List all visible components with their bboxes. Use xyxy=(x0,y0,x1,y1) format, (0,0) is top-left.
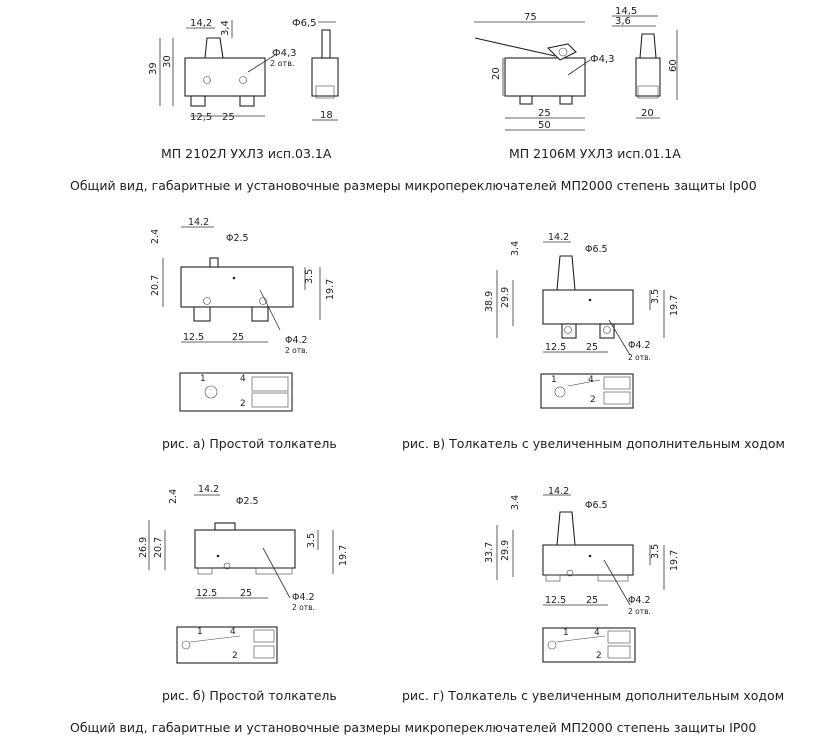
dim-x50: 50 xyxy=(538,120,551,131)
fig-g-dim-d: Φ6.5 xyxy=(585,500,608,511)
fig-b-term-4: 4 xyxy=(230,627,236,637)
fig-a-term-4: 4 xyxy=(240,374,246,384)
dim-holes: 2 отв. xyxy=(270,59,294,68)
dim-d1-right: Ф4,3 xyxy=(590,54,615,65)
fig-g-dim-hr: 19.7 xyxy=(669,550,680,571)
drawing-mp2106m-front: 75 20 Ф4,3 25 50 xyxy=(474,12,615,131)
fig-a-dim-x1: 12.5 xyxy=(183,332,204,343)
fig-v-dim-h: 3.4 xyxy=(510,241,521,256)
fig-g-dim-x1: 12.5 xyxy=(545,595,566,606)
fig-b-dim-x2: 25 xyxy=(240,588,252,599)
fig-v-dim-hole: Φ4.2 xyxy=(628,340,651,351)
dim-x1: 12,5 xyxy=(190,112,212,123)
fig-g-dim-x2: 25 xyxy=(586,595,598,606)
dim-x25: 25 xyxy=(538,108,551,119)
dim-h30: 30 xyxy=(162,55,173,68)
caption-general-bottom: Общий вид, габаритные и установочные раз… xyxy=(70,720,757,735)
drawing-mp2102l-front: 14,2 3,4 Ф4,3 2 отв. 39 30 12,5 25 xyxy=(148,18,297,123)
fig-v-dim-x1: 12.5 xyxy=(545,342,566,353)
dim-side-right: 20 xyxy=(641,108,654,119)
fig-b-dim-w: 14.2 xyxy=(198,484,219,495)
fig-a-dim-hl: 20.7 xyxy=(150,275,161,296)
fig-b-dim-hr: 19.7 xyxy=(338,545,349,566)
fig-v-dim-x2: 25 xyxy=(586,342,598,353)
fig-g-dim-holes: 2 отв. xyxy=(628,607,651,616)
fig-g-dim-hl2: 29.9 xyxy=(500,540,511,561)
fig-v-dim-d: Φ6.5 xyxy=(585,244,608,255)
dim-l75: 75 xyxy=(524,12,537,23)
dim-h60: 60 xyxy=(668,59,679,72)
caption-general-top: Общий вид, габаритные и установочные раз… xyxy=(70,178,757,193)
dim-d1: Ф6,5 xyxy=(292,18,317,29)
fig-b-dim-holes: 2 отв. xyxy=(292,603,315,612)
drawing-fig-g: 14.2 3.4 Φ6.5 33.7 29.9 19.7 3.5 12.5 25… xyxy=(484,486,680,663)
caption-fig-v: рис. в) Толкатель с увеличенным дополнит… xyxy=(402,436,785,451)
fig-b-dim-hole: Φ4.2 xyxy=(292,592,315,603)
fig-a-term-2: 2 xyxy=(240,399,246,409)
fig-a-dim-d: Φ2.5 xyxy=(226,233,249,244)
fig-b-dim-hr2: 3.5 xyxy=(306,533,317,548)
fig-b-term-2: 2 xyxy=(232,651,238,661)
drawing-mp2102l-side: Ф6,5 18 xyxy=(292,18,339,121)
fig-g-term-2: 2 xyxy=(596,651,602,661)
fig-g-dim-hl1: 33.7 xyxy=(484,542,495,563)
caption-mp2102l: МП 2102Л УХЛ3 исп.03.1А xyxy=(161,146,332,161)
dim-d2: Ф4,3 xyxy=(272,48,297,59)
fig-b-dim-hl2: 20.7 xyxy=(153,537,164,558)
fig-a-dim-hr2: 3.5 xyxy=(304,269,315,284)
fig-g-dim-h: 3.4 xyxy=(510,495,521,510)
caption-mp2106m: МП 2106М УХЛ3 исп.01.1А xyxy=(509,146,681,161)
fig-v-dim-w: 14.2 xyxy=(548,232,569,243)
fig-g-term-4: 4 xyxy=(594,628,600,638)
fig-b-dim-h: 2.4 xyxy=(168,489,179,504)
fig-v-dim-hr2: 3.5 xyxy=(650,289,661,304)
fig-v-dim-holes: 2 отв. xyxy=(628,353,651,362)
caption-fig-b: рис. б) Простой толкатель xyxy=(162,688,337,703)
fig-a-dim-hr: 19.7 xyxy=(325,279,336,300)
fig-a-dim-holes: 2 отв. xyxy=(285,346,308,355)
dim-h39: 39 xyxy=(148,62,159,75)
fig-a-dim-x2: 25 xyxy=(232,332,244,343)
caption-fig-a: рис. а) Простой толкатель xyxy=(162,436,337,451)
fig-v-dim-hr: 19.7 xyxy=(669,295,680,316)
fig-g-dim-hr2: 3.5 xyxy=(650,544,661,559)
fig-g-dim-hole: Φ4.2 xyxy=(628,595,651,606)
fig-b-dim-x1: 12.5 xyxy=(196,588,217,599)
fig-v-term-4: 4 xyxy=(588,375,594,385)
dim-side: 18 xyxy=(320,110,333,121)
caption-fig-g: рис. г) Толкатель с увеличенным дополнит… xyxy=(402,688,785,703)
fig-v-dim-hl1: 38.9 xyxy=(484,291,495,312)
dim-x2: 25 xyxy=(222,112,235,123)
fig-g-term-1: 1 xyxy=(563,628,569,638)
drawing-fig-v: 14.2 3.4 Φ6.5 38.9 29.9 19.7 3.5 12.5 25… xyxy=(484,232,680,409)
drawing-fig-a: 14.2 2.4 Φ2.5 20.7 19.7 3.5 12.5 25 Φ4.2… xyxy=(150,217,336,412)
fig-a-term-1: 1 xyxy=(200,374,206,384)
dim-s1: 14,5 xyxy=(615,6,637,17)
dim-w1: 14,2 xyxy=(190,18,212,29)
fig-b-dim-hl1: 26.9 xyxy=(138,537,149,558)
drawing-mp2106m-side: 14,5 3,6 60 20 xyxy=(612,6,679,119)
fig-g-dim-w: 14.2 xyxy=(548,486,569,497)
fig-a-dim-hole: Φ4.2 xyxy=(285,335,308,346)
dim-h1: 3,4 xyxy=(220,20,231,36)
fig-b-term-1: 1 xyxy=(197,627,203,637)
drawing-fig-b: 14.2 2.4 Φ2.5 26.9 20.7 19.7 3.5 12.5 25… xyxy=(138,484,349,664)
fig-v-dim-hl2: 29.9 xyxy=(500,287,511,308)
fig-a-dim-h: 2.4 xyxy=(150,229,161,244)
fig-v-term-1: 1 xyxy=(551,375,557,385)
fig-b-dim-d: Φ2.5 xyxy=(236,496,259,507)
fig-v-term-2: 2 xyxy=(590,395,596,405)
fig-a-dim-w: 14.2 xyxy=(188,217,209,228)
dim-h20: 20 xyxy=(491,67,502,80)
dim-s2: 3,6 xyxy=(615,16,631,27)
